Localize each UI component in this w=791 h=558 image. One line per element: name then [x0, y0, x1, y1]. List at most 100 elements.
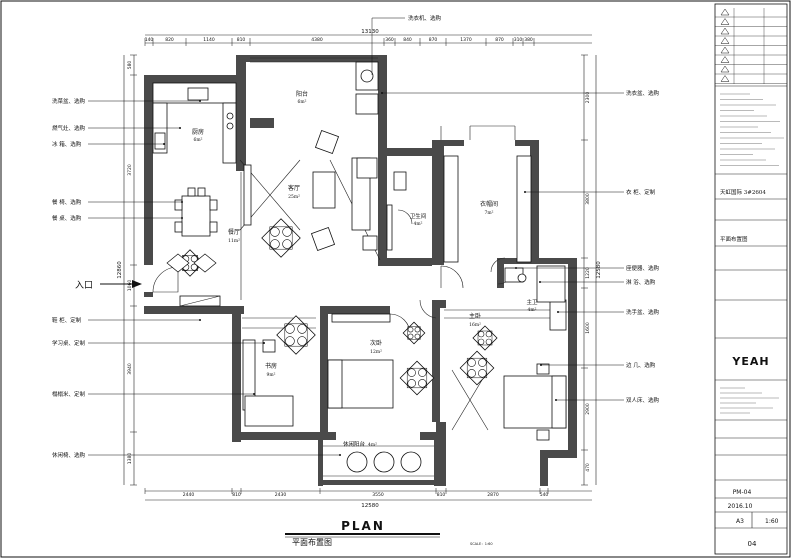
entrance-arrow-icon [100, 280, 142, 288]
right-label-5: 洗手盆、选购 [626, 308, 660, 316]
drawing-date: 2016.10 [728, 503, 753, 510]
left-label-5: 鞋 柜、定制 [52, 316, 82, 324]
living-furniture [243, 61, 379, 252]
dimension-total-top: 13130 [361, 29, 379, 35]
wardrobes [331, 155, 532, 323]
room-study-name: 书房 [265, 362, 277, 370]
ceiling-light-icon [261, 218, 301, 258]
room-leisure-area: 4m² [368, 442, 377, 448]
light-symbols [166, 218, 498, 396]
room-bath-area: 4m² [414, 221, 423, 227]
dimension-right-5: 470 [585, 463, 591, 472]
bedroom-furniture [242, 339, 567, 441]
left-label-6: 学习桌、定制 [52, 339, 86, 347]
plan-title-cn: 平面布置图 [292, 537, 332, 547]
scale-note: SCALE：1:60 [470, 542, 493, 546]
entrance-label: 入口 [75, 280, 93, 291]
leisure-chairs [346, 451, 422, 473]
room-bath-name: 卫生间 [410, 212, 427, 220]
room-master-bath-name: 主卫 [526, 298, 538, 306]
walls [144, 55, 577, 486]
left-label-3: 餐 椅、选购 [52, 198, 82, 206]
dimension-top-0: 140 [145, 37, 154, 43]
revision-triangle-icon [720, 37, 730, 44]
right-label-7: 双人床、选购 [626, 396, 660, 404]
revision-triangle-icon [720, 27, 730, 35]
bottom-dimensions [145, 490, 592, 501]
revision-triangle-icon [720, 56, 730, 63]
left-label-8: 休闲椅、选购 [52, 451, 86, 459]
left-label-7: 榻榻米、定制 [52, 390, 86, 398]
dimension-bottom-1: 810 [232, 492, 241, 498]
room-cloak-name: 衣帽间 [480, 200, 498, 208]
room-living-area: 25m² [288, 194, 300, 200]
ceiling-light-icon [399, 360, 435, 396]
bath-fixtures [356, 157, 567, 331]
right-label-0: 洗衣机、选购 [408, 14, 442, 22]
room-dining-area: 11m² [228, 238, 240, 244]
dimension-top-5: 360 [385, 37, 394, 43]
room-kitchen-name: 厨房 [192, 128, 204, 136]
dimension-left-0: 580 [127, 61, 133, 70]
dimension-right-0: 2300 [585, 92, 591, 104]
dimension-total-left: 12860 [117, 261, 123, 279]
left-label-4: 餐 桌、选购 [52, 214, 82, 222]
dimension-total-bottom: 12580 [361, 503, 379, 509]
drawing-number: PM-04 [733, 489, 752, 496]
room-labels: 阳台 6m² 厨房 6m² 客厅 25m² 餐厅 11m² 卫生间 4m² 衣帽… [75, 90, 538, 448]
paper-size: A3 [736, 518, 744, 525]
room-master-area: 16m² [469, 322, 481, 328]
room-second-name: 次卧 [370, 339, 382, 347]
left-label-0: 洗菜盆、选购 [52, 97, 86, 105]
revision-triangle-icon [720, 46, 730, 54]
drawing-name: 平面布置图 [720, 235, 748, 243]
left-dimensions [123, 55, 135, 485]
left-label-2: 冰 箱、选购 [52, 140, 82, 148]
plan-title: PLAN [341, 519, 385, 533]
dimension-top-8: 1370 [460, 37, 472, 43]
room-living-name: 客厅 [288, 184, 300, 192]
dimension-left-1: 3720 [127, 164, 133, 176]
dimension-right-4: 2900 [585, 403, 591, 415]
dimension-bottom-0: 2440 [183, 492, 195, 498]
dimension-right-3: 1600 [585, 322, 591, 334]
dimension-bottom-2: 2430 [275, 492, 287, 498]
dimension-bottom-3: 3550 [372, 492, 384, 498]
project-name: 天虹国际 3#2604 [720, 188, 766, 196]
room-second-area: 12m² [370, 349, 382, 355]
dimension-top-1: 820 [165, 37, 174, 43]
right-dimensions [583, 55, 597, 485]
dimension-top-6: 840 [403, 37, 412, 43]
right-label-4: 淋 浴、选购 [626, 278, 656, 286]
dimension-top-10: 310 [514, 37, 523, 43]
title-block [714, 3, 788, 555]
revision-triangle-icon [720, 18, 730, 25]
dimension-bottom-5: 2870 [487, 492, 499, 498]
dimension-total-right: 12580 [596, 261, 602, 279]
dimension-left-2: 1060 [127, 280, 133, 292]
room-master-bath-area: 4m² [528, 307, 537, 313]
ceiling-light-icon [402, 321, 426, 345]
room-balcony-area: 6m² [298, 99, 307, 105]
room-balcony-name: 阳台 [296, 90, 308, 98]
revision-triangle-icon [720, 65, 730, 73]
dimension-top-2: 1140 [203, 37, 215, 43]
room-master-name: 主卧 [469, 312, 481, 320]
dimension-right-2: 1220 [585, 267, 591, 279]
room-study-area: 9m² [267, 372, 276, 378]
dimension-top-11: 380 [524, 37, 533, 43]
room-kitchen-area: 6m² [194, 137, 203, 143]
dimension-top-7: 870 [429, 37, 438, 43]
dimension-bottom-6: 540 [540, 492, 549, 498]
right-label-2: 衣 柜、定制 [626, 188, 656, 196]
top-dimensions [145, 34, 592, 44]
dimension-left-4: 1380 [127, 453, 133, 465]
kitchen-furniture [152, 82, 237, 307]
dimension-top-9: 870 [495, 37, 504, 43]
dimension-top-3: 810 [237, 37, 246, 43]
right-label-6: 边 几、选购 [626, 361, 656, 369]
page-number: 04 [748, 540, 757, 548]
